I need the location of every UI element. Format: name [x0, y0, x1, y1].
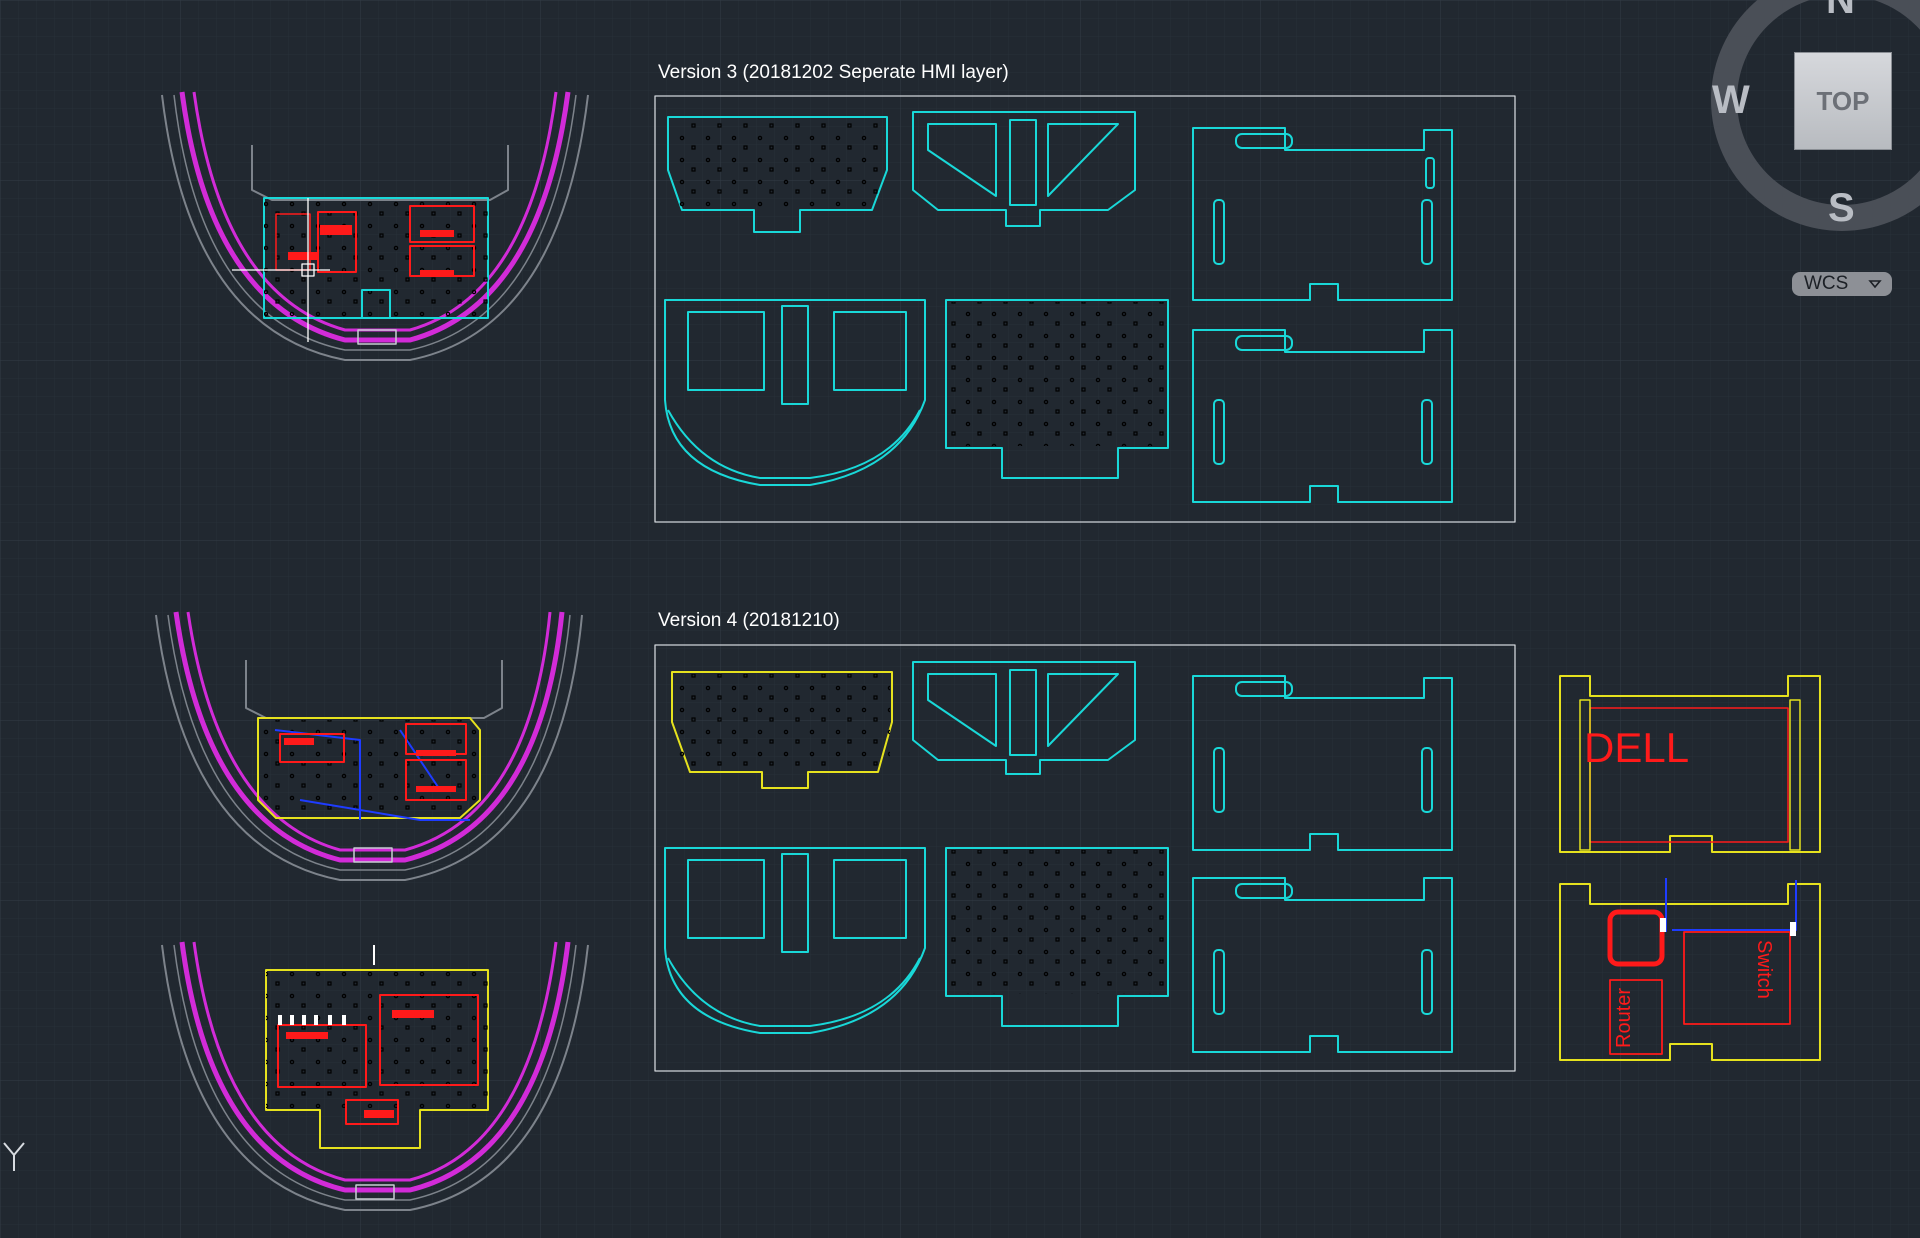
version-3-sheet[interactable]: [654, 95, 1516, 523]
dell-label: DELL: [1584, 724, 1689, 771]
chevron-down-icon: [1868, 280, 1882, 289]
version-4-sheet[interactable]: [654, 644, 1516, 1072]
robot-assembly-v4-bottom[interactable]: [161, 941, 589, 1211]
version-4-title: Version 4 (20181210): [658, 610, 840, 631]
compass-ring[interactable]: [0, 0, 1920, 320]
viewcube-top-face[interactable]: TOP: [1794, 52, 1892, 150]
ucs-axis-icon: [3, 1142, 25, 1171]
compass-south[interactable]: S: [1828, 186, 1855, 230]
compass-west[interactable]: W: [1712, 78, 1750, 122]
robot-assembly-v3[interactable]: [161, 91, 589, 361]
switch-label: Switch: [1753, 940, 1775, 999]
robot-assembly-v4-top[interactable]: [155, 611, 583, 881]
compass-north[interactable]: N: [1826, 0, 1855, 22]
network-plate[interactable]: [1559, 878, 1821, 1061]
wcs-label: WCS: [1804, 273, 1849, 294]
viewcube: N W S TOP WCS: [0, 0, 1920, 320]
dell-plate[interactable]: [1559, 675, 1821, 853]
router-label: Router: [1613, 988, 1635, 1048]
wcs-dropdown[interactable]: WCS: [1792, 272, 1892, 296]
version-3-title: Version 3 (20181202 Seperate HMI layer): [658, 62, 1009, 83]
